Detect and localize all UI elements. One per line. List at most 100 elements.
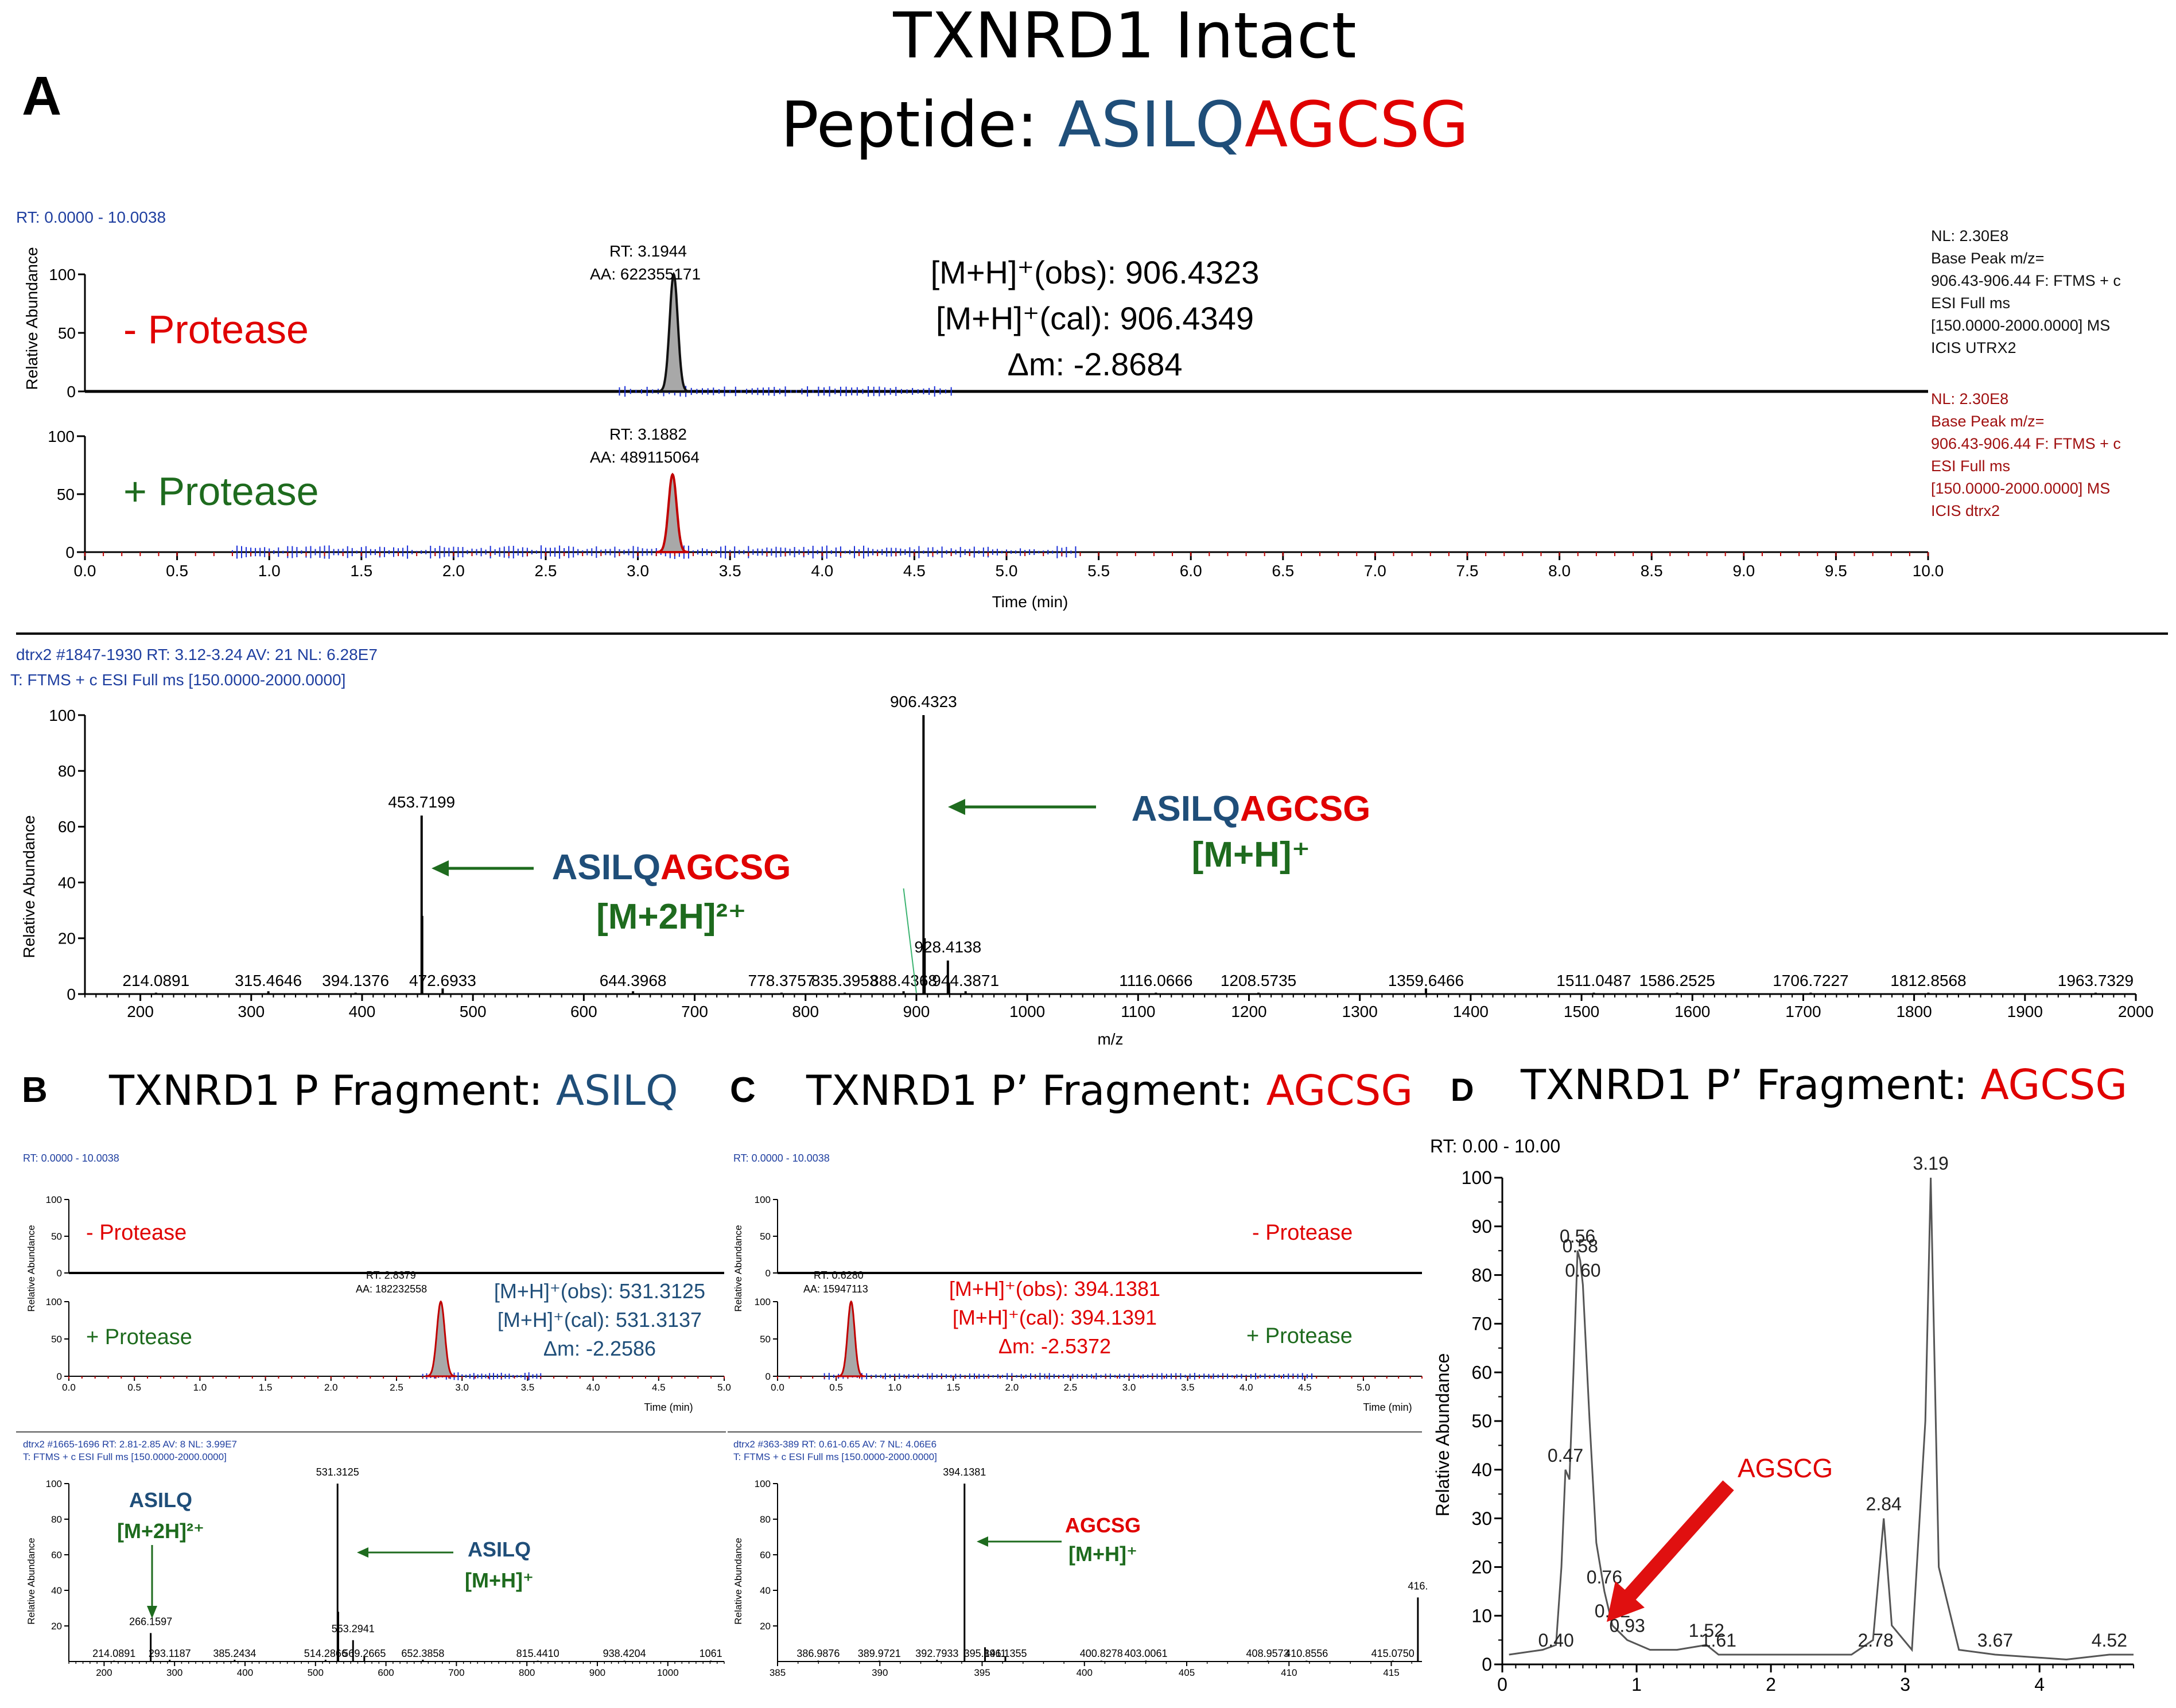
- a-ion1-seq-p: ASILQ: [1132, 789, 1240, 829]
- a-ion2-charge: [M+2H]²⁺: [596, 897, 747, 937]
- x-tick-label: 405: [1179, 1667, 1195, 1678]
- a-spec-ylabel: Relative Abundance: [20, 815, 38, 958]
- peak-label: 1208.5735: [1221, 972, 1296, 989]
- rt-label: 0.60: [1565, 1260, 1600, 1281]
- x-tick-label: 1.5: [946, 1382, 960, 1393]
- chrom-peak: [425, 1300, 457, 1377]
- x-tick-label: 2.0: [442, 562, 465, 580]
- x-tick-label: 6.0: [1180, 562, 1202, 580]
- peak-label: 835.3953: [811, 972, 879, 989]
- b-mass-obs: [M+H]⁺(obs): 531.3125: [494, 1279, 705, 1303]
- rt-label: 0.93: [1610, 1616, 1645, 1636]
- peak-label: 389.9721: [858, 1648, 901, 1659]
- x-tick-label: 500: [308, 1667, 324, 1678]
- y-tick-label: 60: [51, 1550, 62, 1561]
- a-ion1-charge: [M+H]⁺: [1192, 835, 1311, 875]
- peak-label: 415.0750: [1371, 1648, 1415, 1659]
- peak-label: 531.3125: [316, 1466, 359, 1478]
- c-peak-rt: RT: 0.6280: [814, 1270, 864, 1281]
- peak-label: 652.3858: [401, 1648, 444, 1659]
- y-tick-label: 90: [1471, 1216, 1492, 1237]
- a-peak2-rt: RT: 3.1882: [609, 425, 687, 443]
- x-tick-label: 5.0: [717, 1382, 731, 1393]
- info-line: NL: 2.30E8: [1931, 227, 2008, 244]
- x-tick-label: 2.0: [1005, 1382, 1019, 1393]
- info-line: ICIS dtrx2: [1931, 502, 2000, 519]
- rt-label: 0.40: [1538, 1630, 1573, 1651]
- info-line: [150.0000-2000.0000] MS: [1931, 317, 2110, 334]
- c-arrow-head: [977, 1536, 988, 1547]
- a-ion2-seq: ASILQAGCSG: [552, 848, 791, 887]
- b-title-seq: ASILQ: [556, 1066, 678, 1115]
- x-tick-label: 390: [872, 1667, 888, 1678]
- panel-c-title: TXNRD1 P’ Fragment: AGCSG: [806, 1066, 1413, 1115]
- a-rt-header: RT: 0.0000 - 10.0038: [16, 208, 166, 226]
- y-tick-label: 100: [49, 266, 76, 284]
- c-ion-seq: AGCSG: [1065, 1513, 1141, 1537]
- rt-label: 0.47: [1548, 1445, 1583, 1466]
- chrom-peak: [657, 271, 690, 393]
- leader-line: [903, 888, 917, 993]
- info-line: ESI Full ms: [1931, 294, 2010, 312]
- a-mass-dm: Δm: -2.8684: [1007, 346, 1182, 382]
- peak-label: 1116.0666: [1119, 972, 1192, 989]
- b-rt-header: RT: 0.0000 - 10.0038: [23, 1152, 119, 1164]
- x-tick-label: 3.5: [521, 1382, 535, 1393]
- x-tick-label: 4.0: [586, 1382, 600, 1393]
- b-chrom-xlabel: Time (min): [644, 1402, 693, 1413]
- peak-label: 928.4138: [914, 938, 981, 956]
- x-tick-label: 4.0: [811, 562, 833, 580]
- peak-label: 315.4646: [235, 972, 302, 989]
- y-tick-label: 20: [58, 930, 76, 948]
- y-tick-label: 100: [755, 1296, 771, 1307]
- x-tick-label: 7.5: [1456, 562, 1479, 580]
- d-title-seq: AGCSG: [1981, 1061, 2128, 1109]
- d-title-prefix: TXNRD1 P’ Fragment:: [1520, 1061, 1981, 1109]
- peak-label: 944.3871: [932, 972, 999, 989]
- b-plus-protease-label: + Protease: [86, 1325, 192, 1349]
- a-spec-header2: T: FTMS + c ESI Full ms [150.0000-2000.0…: [10, 671, 345, 689]
- peak-label: 553.2941: [332, 1623, 375, 1635]
- x-tick-label: 3.0: [1122, 1382, 1136, 1393]
- peak-label: 906.4323: [890, 693, 957, 711]
- y-tick-label: 80: [58, 762, 76, 780]
- rt-label: 3.19: [1913, 1153, 1948, 1174]
- b-peak-rt: RT: 2.8379: [366, 1270, 416, 1281]
- x-tick-label: 1500: [1564, 1003, 1599, 1020]
- info-line: Base Peak m/z=: [1931, 413, 2044, 430]
- x-tick-label: 300: [166, 1667, 182, 1678]
- y-tick-label: 100: [49, 707, 76, 724]
- y-tick-label: 40: [51, 1585, 62, 1596]
- info-line: 906.43-906.44 F: FTMS + c: [1931, 435, 2121, 452]
- b-arrow-2h-head: [147, 1606, 157, 1618]
- peak-label: 888.4368: [870, 972, 937, 989]
- y-tick-label: 100: [46, 1478, 62, 1489]
- y-tick-label: 20: [1471, 1557, 1492, 1578]
- x-tick-label: 2.5: [390, 1382, 403, 1393]
- b-arrow-1h-head: [357, 1547, 368, 1558]
- c-title-prefix: TXNRD1 P’ Fragment:: [806, 1066, 1266, 1115]
- a-mass-obs: [M+H]⁺(obs): 906.4323: [931, 254, 1260, 290]
- d-arrow-shaft: [1623, 1480, 1734, 1602]
- a-ion2-seq-p: ASILQ: [552, 848, 660, 887]
- y-tick-label: 40: [760, 1585, 771, 1596]
- rt-label: 2.78: [1858, 1630, 1893, 1651]
- y-tick-label: 0: [766, 1268, 771, 1279]
- panel-a-letter: A: [22, 65, 61, 127]
- chrom-trace: [1509, 1177, 2134, 1661]
- peak-label: 408.9573: [1246, 1648, 1289, 1659]
- peak-label: 394.1381: [943, 1466, 986, 1478]
- c-spec-header1: dtrx2 #363-389 RT: 0.61-0.65 AV: 7 NL: 4…: [733, 1439, 937, 1450]
- x-tick-label: 1.0: [193, 1382, 207, 1393]
- peak-label: 1586.2525: [1639, 972, 1715, 989]
- a-ion2-seq-pp: AGCSG: [660, 848, 791, 887]
- b-ion2-seq: ASILQ: [129, 1488, 192, 1512]
- b-mass-cal: [M+H]⁺(cal): 531.3137: [498, 1308, 702, 1332]
- peak-label: 403.0061: [1124, 1648, 1167, 1659]
- y-tick-label: 50: [58, 324, 76, 342]
- a-minus-protease-label: - Protease: [123, 307, 309, 352]
